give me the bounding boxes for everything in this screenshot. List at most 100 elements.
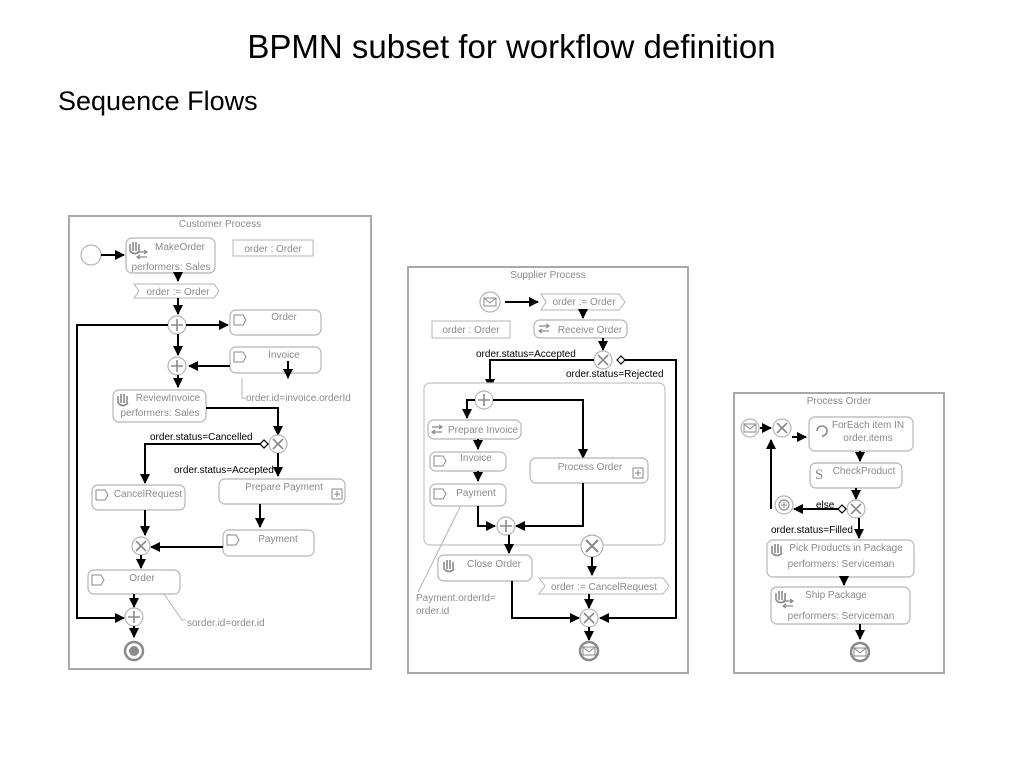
- flow-rejected-final: [599, 359, 677, 623]
- task-receive-invoice-label: Invoice: [268, 350, 300, 361]
- supplier-assign-order: [540, 293, 626, 311]
- supplier-data-order: [431, 320, 511, 339]
- subprocess-process-order-label: Process Order: [558, 462, 623, 473]
- x-gateway-icon[interactable]: [268, 434, 288, 454]
- plus-gateway-icon[interactable]: [167, 315, 187, 335]
- association-order: [163, 593, 186, 621]
- message-tag-icon: [95, 489, 109, 501]
- task-make-order[interactable]: [125, 237, 216, 274]
- task-review-invoice-label: ReviewInvoice: [136, 393, 201, 404]
- message-tag-icon: [91, 574, 105, 586]
- subprocess-prepare-payment-label: Prepare Payment: [245, 482, 323, 493]
- supplier-default-marker: [616, 355, 626, 365]
- cond-else: else: [816, 500, 835, 511]
- x-gateway-icon[interactable]: [579, 608, 599, 628]
- subprocess-process-order[interactable]: [529, 457, 649, 484]
- supplier-assign-order-label: order := Order: [552, 297, 616, 308]
- task-send-invoice-label: Invoice: [460, 453, 492, 464]
- task-receive-order-supplier[interactable]: [533, 319, 628, 339]
- end-event-inner: [129, 646, 139, 656]
- flow-plus-prepareinvoice: [462, 399, 475, 419]
- task-close-order[interactable]: [437, 554, 533, 582]
- task-pick-products-label: Pick Products in Package: [789, 543, 903, 554]
- subprocess-prepare-payment[interactable]: [218, 478, 346, 505]
- task-send-invoice[interactable]: [429, 451, 507, 472]
- task-send-payment[interactable]: [222, 529, 315, 557]
- task-ship-package-label: Ship Package: [805, 590, 867, 601]
- message-tag-icon: [433, 455, 447, 467]
- message-tag-icon: [233, 351, 247, 363]
- annotation-payment-1: Payment.orderId=: [416, 593, 496, 604]
- script-icon: S: [815, 467, 823, 483]
- cond-filled: order.status=Filled: [771, 525, 853, 536]
- plus-gateway-icon[interactable]: [124, 607, 144, 627]
- default-marker: [259, 439, 269, 449]
- x-gateway-icon[interactable]: [131, 536, 151, 556]
- association-invoice: [241, 378, 246, 399]
- plus-gateway-icon[interactable]: [496, 516, 516, 536]
- message-tag-icon: [226, 534, 240, 546]
- flow-xgw-subprocess: [485, 359, 594, 389]
- task-check-product-label: CheckProduct: [833, 466, 896, 477]
- envelope-icon: [743, 423, 757, 433]
- task-close-order-label: Close Order: [467, 559, 522, 570]
- task-prepare-invoice[interactable]: [427, 419, 522, 440]
- cond-accepted: order.status=Accepted: [174, 465, 274, 476]
- x-gateway-icon[interactable]: [593, 350, 613, 370]
- flow-close-final: [511, 581, 580, 623]
- expand-plus-icon: [334, 491, 340, 497]
- task-review-invoice-performers: performers: Sales: [121, 408, 200, 419]
- supplier-cond-rejected: order.status=Rejected: [566, 369, 664, 380]
- flow-plus-processorder: [493, 399, 588, 459]
- task-receive-order-label: Order: [129, 573, 155, 584]
- plus-gateway-icon[interactable]: [474, 390, 494, 410]
- task-cancel-request[interactable]: [91, 484, 186, 511]
- task-ship-package-performers: performers: Serviceman: [788, 611, 895, 622]
- customer-pool-title: Customer Process: [178, 219, 262, 230]
- association-payment: [417, 506, 461, 593]
- supplier-pool-title: Supplier Process: [510, 270, 586, 281]
- plus-gateway-icon[interactable]: [167, 356, 187, 376]
- cond-cancelled: order.status=Cancelled: [150, 432, 253, 443]
- assign-order: [133, 283, 220, 299]
- envelope-icon: [582, 646, 596, 656]
- task-send-order-label: Order: [271, 312, 297, 323]
- process-order-diagram: ForEach item IN order.items S CheckProdu…: [740, 416, 915, 663]
- x-gateway-icon[interactable]: [772, 418, 792, 438]
- task-foreach-label-1: ForEach item IN: [832, 420, 904, 431]
- envelope-icon: [483, 297, 497, 307]
- flow-xgw-cancel: [140, 443, 260, 484]
- flow-processorder-join: [515, 483, 584, 531]
- x-gateway-icon[interactable]: [846, 499, 866, 519]
- loop-icon: [816, 425, 828, 437]
- supplier-assign-cancel-label: order := CancelRequest: [551, 582, 657, 593]
- supplier-data-order-label: order : Order: [442, 325, 500, 336]
- annotation-payment-2: order.id: [416, 606, 449, 617]
- task-review-invoice[interactable]: [112, 389, 207, 423]
- task-cancel-request-label: CancelRequest: [114, 489, 183, 500]
- slide-title: BPMN subset for workflow definition: [247, 28, 776, 65]
- x-gateway-mark: [585, 539, 599, 553]
- task-receive-payment[interactable]: [429, 483, 507, 507]
- task-pick-products-performers: performers: Serviceman: [788, 559, 895, 570]
- flow-plus1-final: [76, 324, 168, 623]
- process-order-pool-title: Process Order: [806, 396, 872, 407]
- message-tag-icon: [433, 488, 447, 500]
- supplier-cond-accepted: order.status=Accepted: [476, 349, 576, 360]
- task-send-order[interactable]: [229, 309, 322, 336]
- task-prepare-invoice-label: Prepare Invoice: [448, 425, 518, 436]
- task-make-order-performers: performers: Sales: [132, 262, 211, 273]
- process-default-marker: [837, 504, 847, 514]
- assign-order-label: order := Order: [146, 287, 210, 298]
- task-ship-package[interactable]: [770, 586, 911, 625]
- supplier-assign-cancel: [538, 577, 670, 595]
- intermediate-event-mark: [781, 502, 787, 508]
- task-receive-invoice[interactable]: [229, 346, 322, 374]
- expand-plus-icon: [635, 470, 641, 476]
- annotation-invoice: order.id=invoice.orderId: [246, 393, 351, 404]
- intermediate-event-inner: [778, 499, 790, 511]
- supplier-diagram: order := Order order : Order Receive Ord…: [416, 291, 677, 662]
- task-send-payment-label: Payment: [258, 534, 298, 545]
- data-object-order: [232, 239, 314, 257]
